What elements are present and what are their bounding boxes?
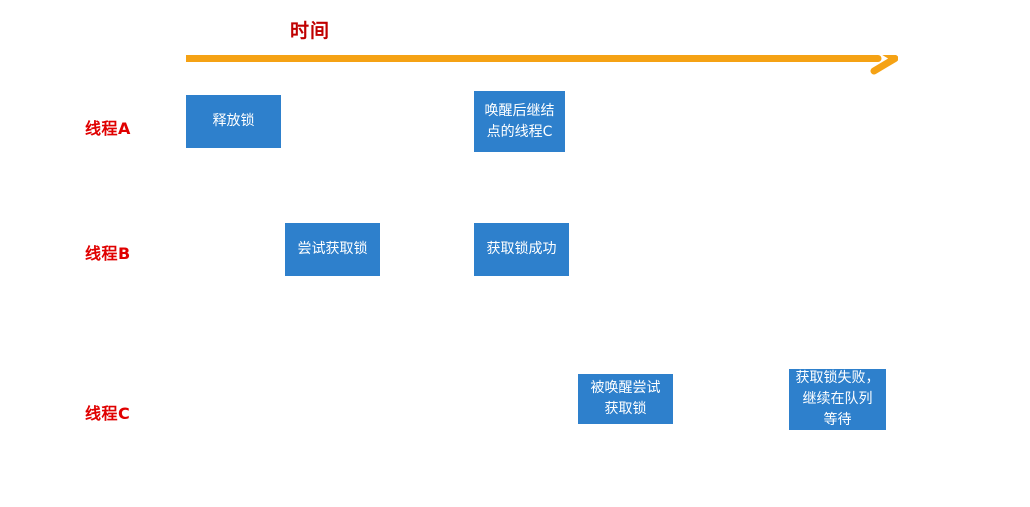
timeline-arrow-icon (182, 42, 899, 75)
event-box-label: 释放锁 (212, 113, 255, 129)
event-box-label: 获取锁成功 (486, 241, 557, 257)
event-box-label: 被唤醒尝试 获取锁 (590, 380, 661, 417)
lane-label-thread-c: 线程C (85, 404, 131, 423)
event-box-acquire-lock-success[interactable]: 获取锁成功 (474, 223, 569, 276)
lane-label-thread-a: 线程A (85, 119, 131, 138)
event-box-try-acquire-lock[interactable]: 尝试获取锁 (285, 223, 380, 276)
event-box-label: 尝试获取锁 (297, 241, 368, 257)
event-box-wake-successor[interactable]: 唤醒后继结 点的线程C (474, 91, 565, 152)
event-box-label: 唤醒后继结 点的线程C (484, 102, 555, 140)
event-box-release-lock[interactable]: 释放锁 (186, 95, 281, 148)
event-box-acquire-fail-keep-waiting[interactable]: 获取锁失败， 继续在队列 等待 (789, 369, 886, 430)
timeline-title: 时间 (289, 20, 330, 42)
event-box-woken-try-acquire[interactable]: 被唤醒尝试 获取锁 (578, 374, 673, 424)
timeline-arrow (182, 42, 899, 79)
event-box-label: 获取锁失败， 继续在队列 等待 (795, 370, 880, 428)
lane-label-thread-b: 线程B (85, 244, 131, 263)
